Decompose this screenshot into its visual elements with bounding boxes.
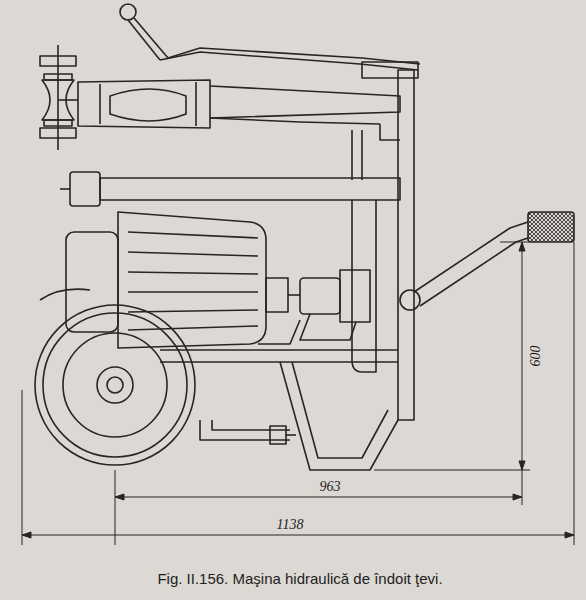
base-frame bbox=[160, 350, 398, 470]
pump bbox=[300, 270, 370, 340]
push-handle bbox=[400, 212, 574, 310]
dimension-label: 600 bbox=[529, 344, 543, 369]
dimension-lines bbox=[22, 242, 574, 545]
hydraulic-cylinder bbox=[60, 172, 400, 206]
wheel bbox=[35, 289, 195, 465]
dimension-label: 963 bbox=[318, 480, 343, 494]
dimension-label: 1138 bbox=[275, 518, 306, 532]
frame bbox=[210, 70, 414, 420]
lever bbox=[120, 4, 420, 78]
figure-caption: Fig. II.156. Maşina hidraulică de îndoit… bbox=[157, 571, 442, 586]
electric-motor bbox=[66, 212, 300, 348]
bending-head bbox=[40, 45, 400, 150]
